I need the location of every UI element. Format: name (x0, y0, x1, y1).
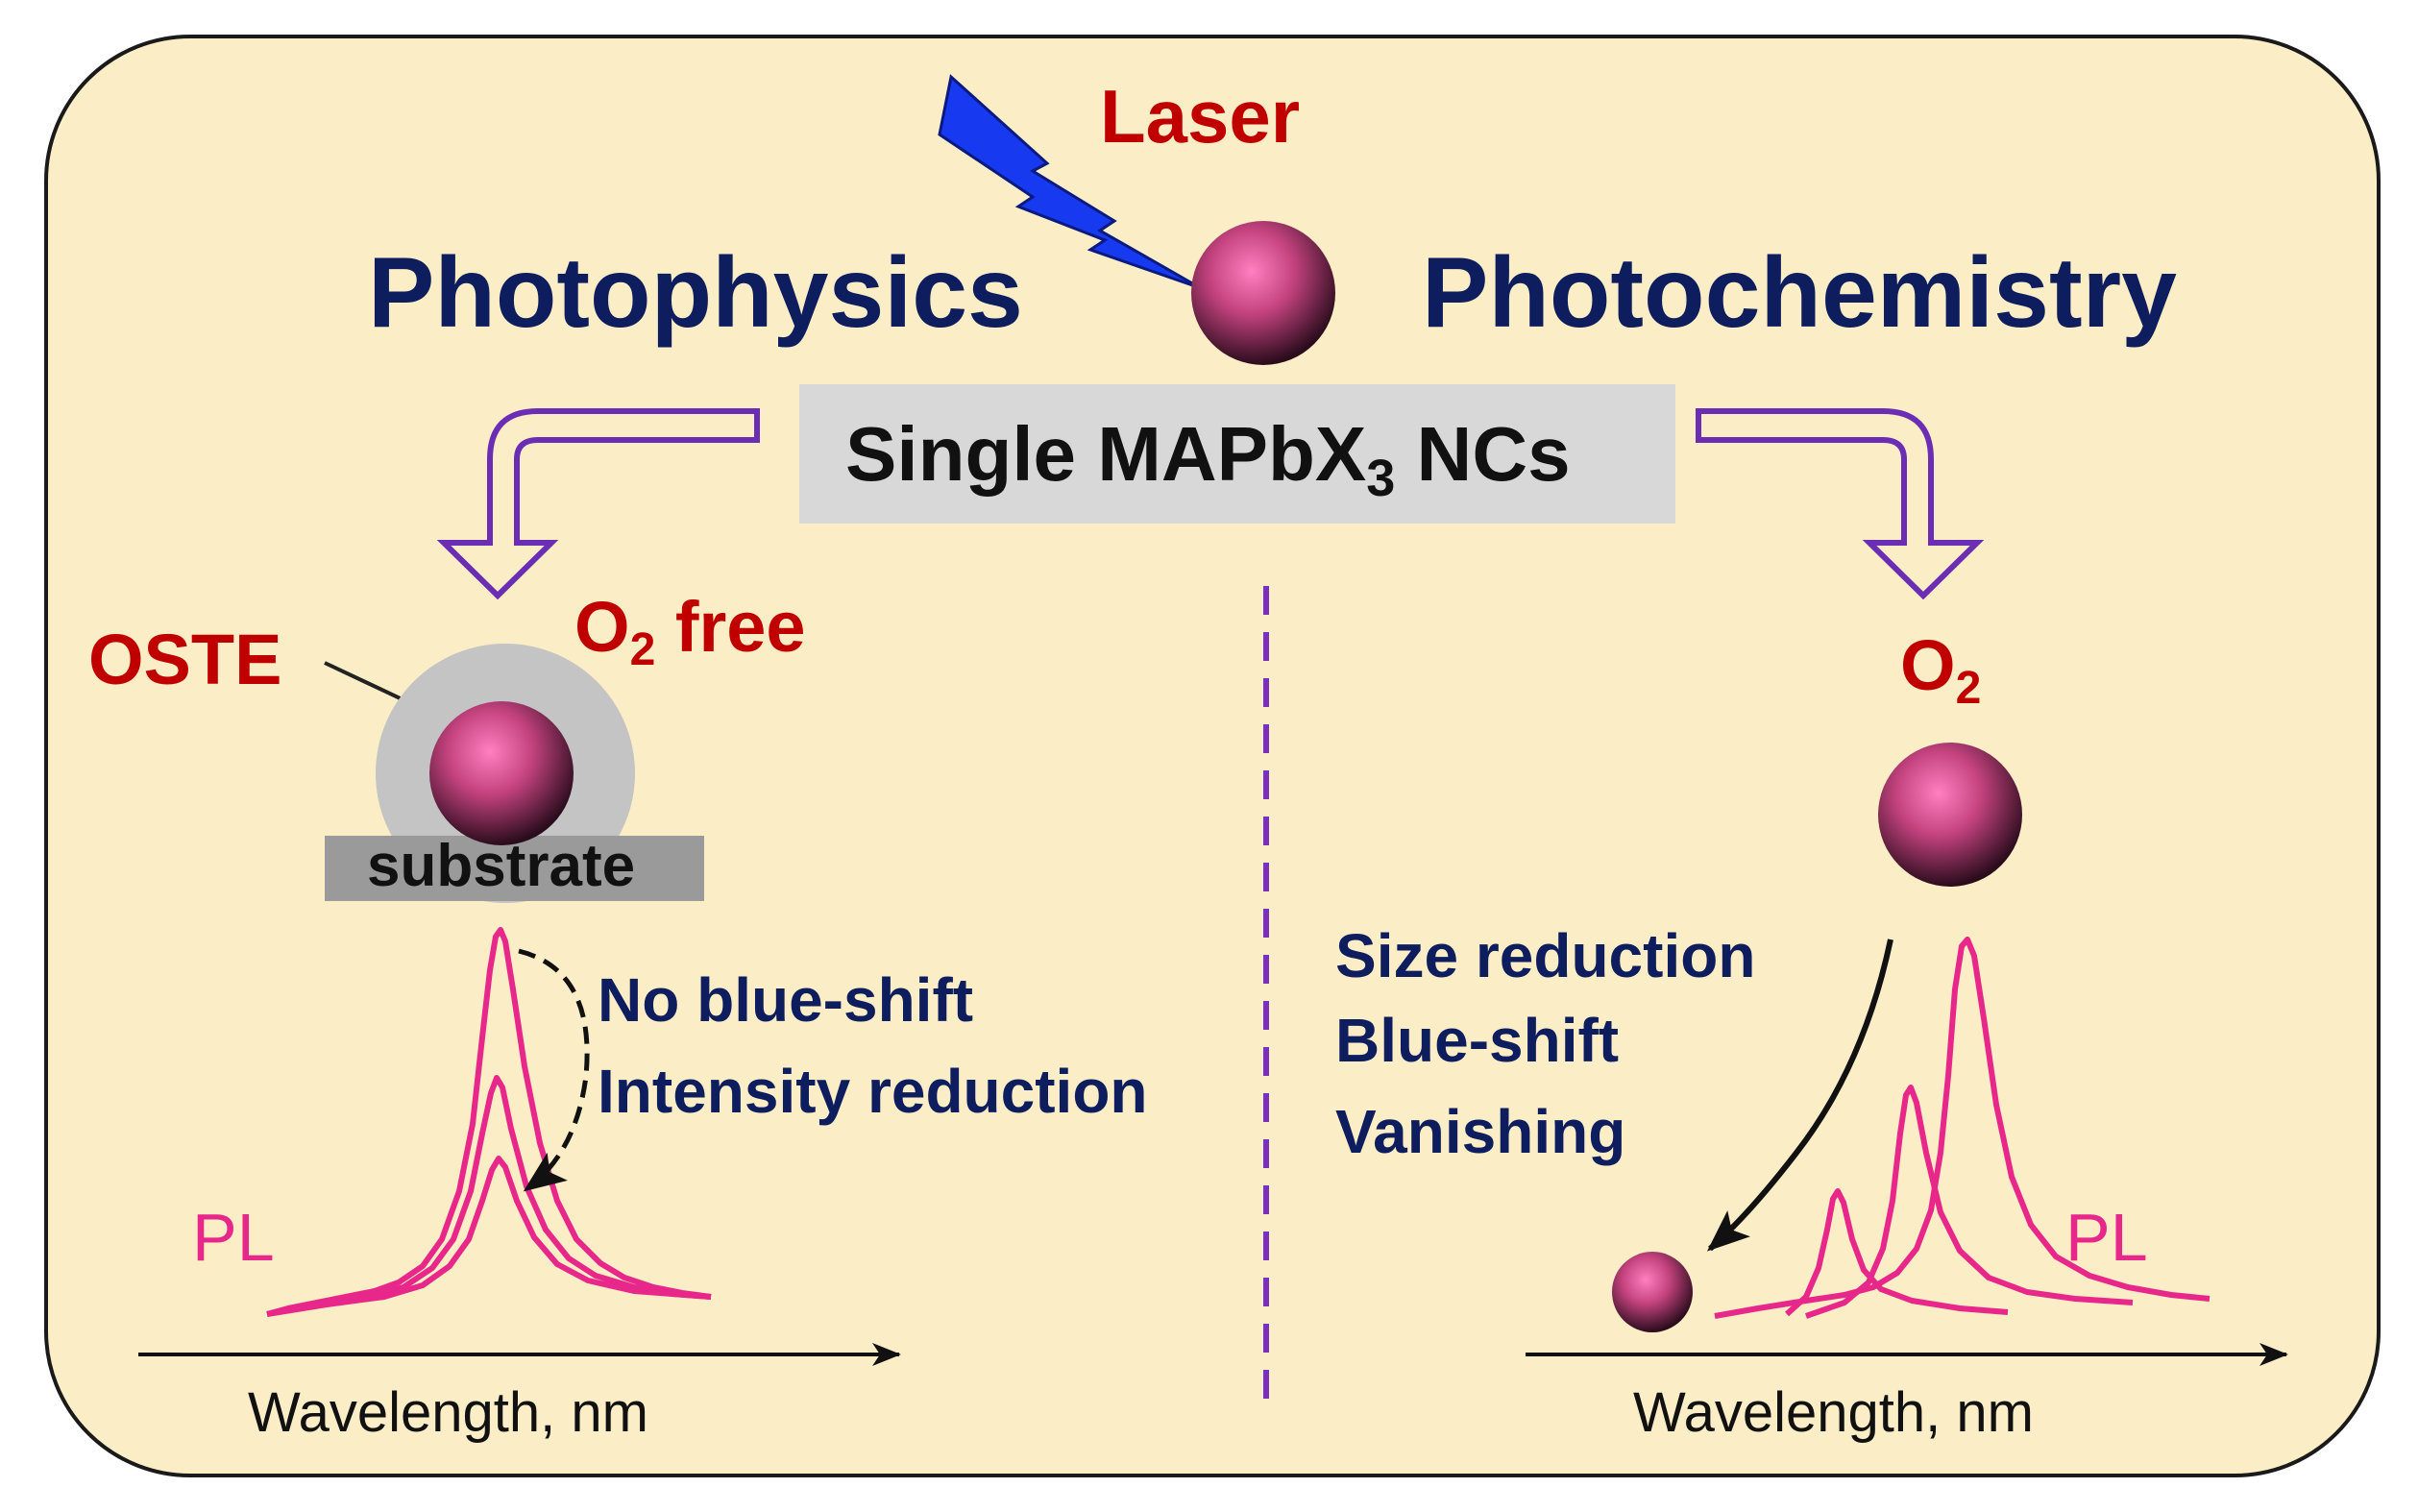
pl-curve-medium (1805, 1085, 2134, 1319)
right-effect-line1: Size reduction (1335, 921, 1755, 990)
o2-free-subscript: 2 (630, 624, 656, 675)
right-pl-spectra (1714, 937, 2210, 1319)
oste-label: OSTE (88, 620, 281, 699)
hollow-arrow-icon (436, 408, 760, 600)
left-effect-line2: Intensity reduction (598, 1057, 1148, 1126)
center-box (799, 384, 1675, 524)
dashed-curved-arrow (518, 948, 590, 1192)
panel-background (44, 35, 2381, 1477)
nanocrystal-sphere-icon (1612, 1252, 1693, 1332)
shrink-curved-arrow (1706, 939, 1893, 1252)
pl-curve-low (266, 1156, 712, 1317)
right-axis-label: Wavelength, nm (1633, 1381, 2034, 1444)
substrate-block (325, 836, 704, 901)
pl-curve-high (266, 927, 712, 1317)
left-axis-label: Wavelength, nm (248, 1381, 648, 1444)
o2-free-tail: free (655, 587, 805, 667)
center-box-main: Single MAPbX (845, 411, 1366, 497)
nanocrystal-sphere-icon (429, 701, 574, 845)
photochemistry-title: Photochemistry (1422, 237, 2177, 349)
o2-free-label: O2 free (574, 587, 806, 675)
o2-right-label: O2 (1900, 625, 1981, 714)
o2-free-o: O (574, 587, 630, 667)
pl-left-label: PL (192, 1200, 275, 1275)
o2-right-o: O (1900, 625, 1956, 705)
photophysics-title: Photophysics (368, 237, 1023, 349)
right-effect-line2: Blue-shift (1335, 1006, 1619, 1075)
right-effect-line3: Vanishing (1335, 1097, 1625, 1166)
o2-right-subscript: 2 (1956, 663, 1982, 714)
left-effect-line1: No blue-shift (598, 965, 973, 1035)
left-pl-spectra (266, 927, 712, 1317)
nanocrystal-sphere-icon (1191, 221, 1335, 365)
pl-right-label: PL (2065, 1200, 2148, 1275)
pl-curve-mid (266, 1075, 712, 1317)
hollow-arrow-icon (1696, 408, 1985, 600)
center-box-label: Single MAPbX3 NCs (845, 411, 1571, 507)
center-box-tail: NCs (1395, 411, 1570, 497)
nanocrystal-sphere-icon (1878, 743, 2022, 887)
pl-curve-small (1784, 1188, 2009, 1317)
center-box-subscript: 3 (1366, 450, 1395, 507)
laser-label: Laser (1100, 74, 1300, 159)
lightning-bolt-icon (938, 74, 1202, 290)
